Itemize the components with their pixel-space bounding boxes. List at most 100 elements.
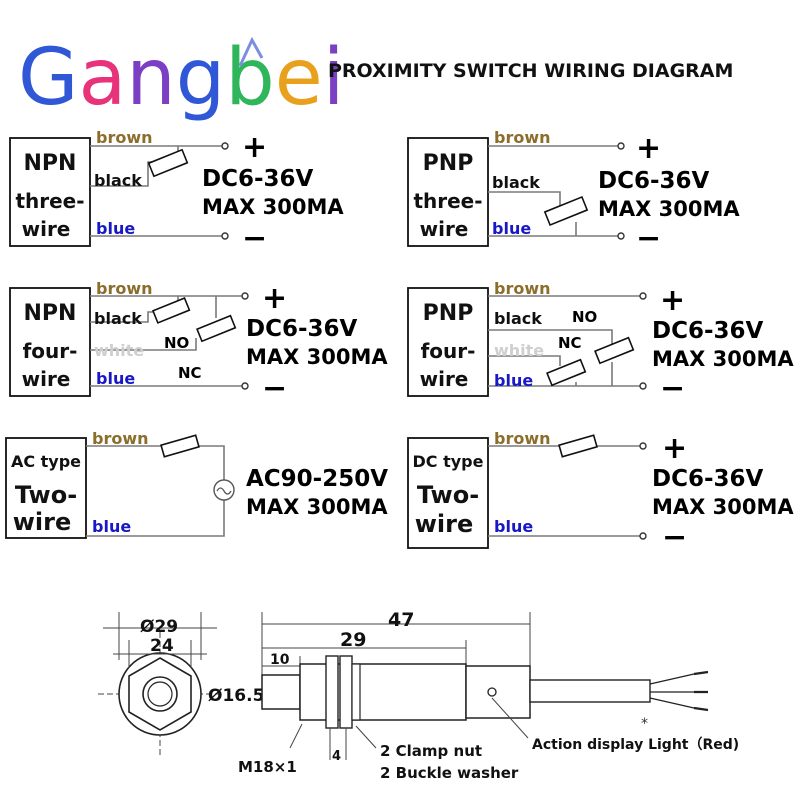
- plus-sign: +: [262, 281, 287, 316]
- load-relay-no-icon: [594, 336, 635, 365]
- brown-label: brown: [92, 429, 149, 448]
- brown-wire-2: [198, 445, 225, 480]
- black-label: black: [94, 309, 142, 328]
- black-label: black: [94, 171, 142, 190]
- white-wire: [488, 355, 561, 366]
- type-label-3: wire: [420, 367, 469, 391]
- voltage-label: DC6-36V: [202, 166, 314, 192]
- type-label-1: PNP: [423, 151, 474, 176]
- type-label-1: DC type: [413, 452, 484, 471]
- plus-sign: +: [242, 130, 267, 165]
- dim-hex: 24: [150, 636, 174, 656]
- black-label: black: [494, 309, 542, 328]
- panel-npn-three-wire: NPN three- wire brown black blue + − DC6…: [9, 128, 344, 256]
- terminal-plus: [639, 442, 647, 450]
- cable: [529, 679, 651, 703]
- panel-pnp-three-wire: PNP three- wire brown black blue + − DC6…: [407, 128, 740, 256]
- current-label: MAX 300MA: [202, 195, 344, 219]
- terminal-plus: [221, 142, 229, 150]
- blue-wire: [86, 500, 225, 537]
- cable-wires: [649, 673, 695, 709]
- leader-thread: [289, 723, 303, 749]
- threaded-body: [299, 663, 467, 721]
- brown-label: brown: [494, 429, 551, 448]
- minus-sign: −: [660, 371, 685, 406]
- brown-label: brown: [494, 128, 551, 147]
- type-label-1: NPN: [24, 151, 77, 176]
- brown-label: brown: [96, 279, 153, 298]
- black-wire: [90, 311, 156, 323]
- sine-icon: [216, 487, 232, 495]
- blue-label: blue: [494, 517, 533, 536]
- current-label: MAX 300MA: [246, 345, 388, 369]
- terminal-plus: [639, 292, 647, 300]
- washer-label: 2 Buckle washer: [380, 764, 519, 782]
- minus-sign: −: [242, 221, 267, 256]
- type-label-2: four-: [23, 339, 78, 363]
- nc-label: NC: [558, 334, 582, 352]
- leader-nut: [355, 725, 377, 749]
- type-label-2: Two-: [417, 481, 479, 509]
- type-label-1: PNP: [423, 301, 474, 326]
- brand-logo-text: Gangbei: [18, 33, 344, 123]
- black-wire: [488, 191, 561, 206]
- panel-npn-four-wire: NPN four- wire brown black white blue NO…: [9, 279, 388, 406]
- type-label-2: Two-: [15, 481, 77, 509]
- load-relay-icon: [543, 195, 589, 227]
- terminal-minus: [639, 532, 647, 540]
- minus-sign: −: [636, 221, 661, 256]
- logo-letter: n: [126, 33, 175, 123]
- brand-logo: Gangbei: [18, 33, 344, 123]
- dim-outer-dia: Ø29: [140, 617, 178, 637]
- white-label: white: [494, 341, 544, 360]
- clamp-nut-1: [325, 655, 339, 729]
- clamp-nut-2: [339, 655, 353, 729]
- current-label: MAX 300MA: [246, 495, 388, 519]
- panel-ac-two-wire: AC type Two- wire brown blue AC90-250V M…: [5, 429, 388, 539]
- nc-label: NC: [178, 364, 202, 382]
- no-label: NO: [164, 334, 189, 352]
- front-view: Ø29 24: [98, 612, 222, 756]
- white-wire: [90, 338, 197, 351]
- type-box: [407, 287, 489, 397]
- type-box: [407, 437, 489, 549]
- logo-letter: b: [225, 33, 275, 123]
- current-label: MAX 300MA: [652, 495, 794, 519]
- type-label-3: wire: [420, 217, 469, 241]
- sensor-face: [261, 674, 301, 710]
- page-title: PROXIMITY SWITCH WIRING DIAGRAM: [328, 60, 733, 82]
- type-label-3: wire: [13, 508, 72, 536]
- led-indicator: [487, 687, 497, 697]
- load-relay-icon: [147, 148, 189, 178]
- voltage-label: DC6-36V: [598, 168, 710, 194]
- load-relay-no-icon: [151, 297, 191, 324]
- load-relay-nc-icon: [196, 314, 237, 343]
- terminal-minus: [241, 382, 249, 390]
- dim-washer: 4: [332, 749, 341, 764]
- dim-body-dia: Ø16.5: [208, 686, 264, 706]
- panel-pnp-four-wire: PNP four- wire brown black white blue NO…: [407, 279, 794, 406]
- logo-letter: g: [176, 33, 226, 123]
- black-wire: [488, 329, 613, 346]
- black-label: black: [492, 173, 540, 192]
- logo-accent-icon: [238, 36, 264, 67]
- dimension-drawing: Ø29 24 47 29 10 Ø16.5 *: [98, 609, 739, 782]
- blue-label: blue: [92, 517, 131, 536]
- type-label-3: wire: [22, 217, 71, 241]
- logo-letter: i: [323, 33, 345, 123]
- brown-label: brown: [494, 279, 551, 298]
- panel-dc-two-wire: DC type Two- wire brown blue + − DC6-36V…: [407, 429, 794, 555]
- inner-circle-2: [147, 681, 173, 707]
- type-label-1: AC type: [11, 452, 81, 471]
- voltage-label: DC6-36V: [652, 318, 764, 344]
- current-label: MAX 300MA: [598, 197, 740, 221]
- plus-sign: +: [636, 131, 661, 166]
- clamp-nut-label: 2 Clamp nut: [380, 742, 482, 760]
- blue-label: blue: [492, 219, 531, 238]
- wire-ends: [693, 670, 709, 712]
- terminal-minus: [639, 382, 647, 390]
- washer: [351, 663, 361, 721]
- voltage-label: DC6-36V: [652, 466, 764, 492]
- asterisk-mark: *: [641, 716, 648, 732]
